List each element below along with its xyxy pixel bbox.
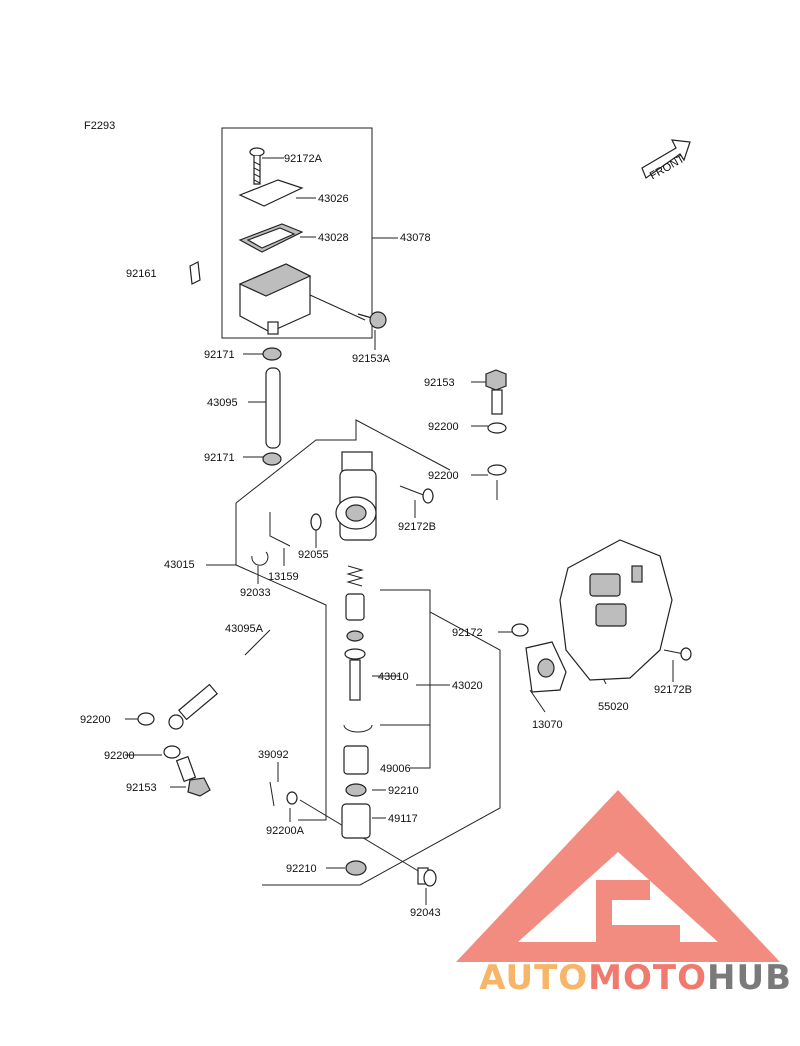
bolt-92153A-icon (357, 311, 387, 329)
bolt-92172-icon (511, 623, 529, 637)
spring-icon (346, 565, 364, 587)
cup-icon (346, 630, 364, 642)
callout-92055: 92055 (298, 549, 329, 561)
guard-55020-icon (559, 539, 673, 681)
watermark-logo: AUTOMOTOHUB (479, 958, 792, 998)
reservoir-hose-icon (265, 367, 281, 449)
callout-92153-upper: 92153 (424, 377, 455, 389)
master-cylinder-body-icon (335, 451, 377, 541)
washer-92200-d-icon (163, 745, 181, 759)
diaphragm-icon (238, 223, 304, 253)
fitting-13159-icon (269, 512, 291, 547)
washer-92200-c-icon (137, 712, 155, 726)
callout-92153-lower: 92153 (126, 782, 157, 794)
banjo-bolt-upper-icon (485, 369, 507, 415)
logo-part-hub: HUB (707, 958, 792, 998)
callout-92172B: 92172B (398, 521, 436, 533)
pin-92043-icon (417, 867, 437, 887)
reservoir-body-icon (238, 263, 312, 335)
callout-92200-lower-b: 92200 (104, 750, 135, 762)
callout-92171-top: 92171 (204, 349, 235, 361)
callout-92172A: 92172A (284, 153, 323, 165)
callout-49117: 49117 (388, 813, 418, 825)
reservoir-cap-icon (238, 179, 304, 207)
piston-icon (345, 593, 365, 621)
clamp-92171-bottom-icon (262, 452, 282, 466)
push-rod-43010-icon (349, 659, 361, 701)
callout-92210-b: 92210 (286, 863, 317, 875)
watermark-triangle-icon (456, 790, 780, 962)
clevis-49117-icon (341, 803, 371, 839)
plate-92161-icon (189, 261, 201, 285)
callout-labels: 92172A 43026 43028 43078 92161 92153A 92… (80, 153, 692, 919)
logo-part-auto: AUTO (479, 958, 589, 998)
callout-92200-upper-a: 92200 (428, 421, 459, 433)
callout-92200A: 92200A (266, 825, 305, 837)
callout-13070: 13070 (532, 719, 563, 731)
callout-92172: 92172 (452, 627, 483, 639)
master-cylinder-group-lines (206, 419, 451, 821)
nut-92210-a-icon (345, 783, 367, 797)
clamp-92171-top-icon (262, 347, 282, 361)
washer-92200A-icon (286, 791, 298, 805)
callout-92200-lower-a: 92200 (80, 714, 111, 726)
callout-92153A: 92153A (352, 353, 391, 365)
callout-43095A: 43095A (225, 623, 264, 635)
bracket-13070-icon (525, 641, 567, 693)
callout-43020: 43020 (452, 680, 483, 692)
callout-92033: 92033 (240, 587, 271, 599)
callout-92161: 92161 (126, 268, 157, 280)
oring-92055-icon (310, 513, 322, 531)
bolt-92172B-icon (399, 485, 434, 504)
callout-92171-bottom: 92171 (204, 452, 235, 464)
callout-43010: 43010 (378, 671, 409, 683)
logo-part-moto: MOTO (588, 958, 708, 998)
callout-55020: 55020 (598, 701, 629, 713)
washer-92200-a-icon (487, 422, 507, 434)
callout-92210-a: 92210 (388, 785, 419, 797)
reservoir-group-box (221, 127, 373, 339)
callout-43026: 43026 (318, 193, 349, 205)
callout-43015: 43015 (164, 559, 195, 571)
washer-92200-b-icon (487, 464, 507, 476)
leader-lines (125, 127, 674, 905)
boot-49006-icon (343, 745, 369, 775)
callout-92172B-right: 92172B (654, 684, 692, 696)
callout-92200-upper-b: 92200 (428, 470, 459, 482)
screw-92172A-icon (249, 147, 265, 185)
figure-code: F2293 (84, 120, 115, 132)
cotter-pin-39092-icon (269, 781, 275, 807)
callout-43095: 43095 (207, 397, 238, 409)
banjo-bolt-lower-icon (175, 755, 211, 797)
front-arrow-icon: FRONT (641, 139, 691, 182)
parts (137, 147, 692, 887)
callout-13159: 13159 (268, 571, 299, 583)
circlip-icon (343, 724, 373, 733)
callout-39092: 39092 (258, 749, 289, 761)
callout-49006: 49006 (380, 763, 411, 775)
callout-92043: 92043 (410, 907, 441, 919)
callout-43078: 43078 (400, 232, 431, 244)
callout-43028: 43028 (318, 232, 349, 244)
body-group-lines (262, 589, 501, 886)
bolt-92172B-right-icon (663, 647, 692, 661)
circlip-92033-icon (251, 551, 269, 566)
hose-fitting-icon (168, 683, 219, 730)
nut-92210-b-icon (345, 860, 367, 876)
